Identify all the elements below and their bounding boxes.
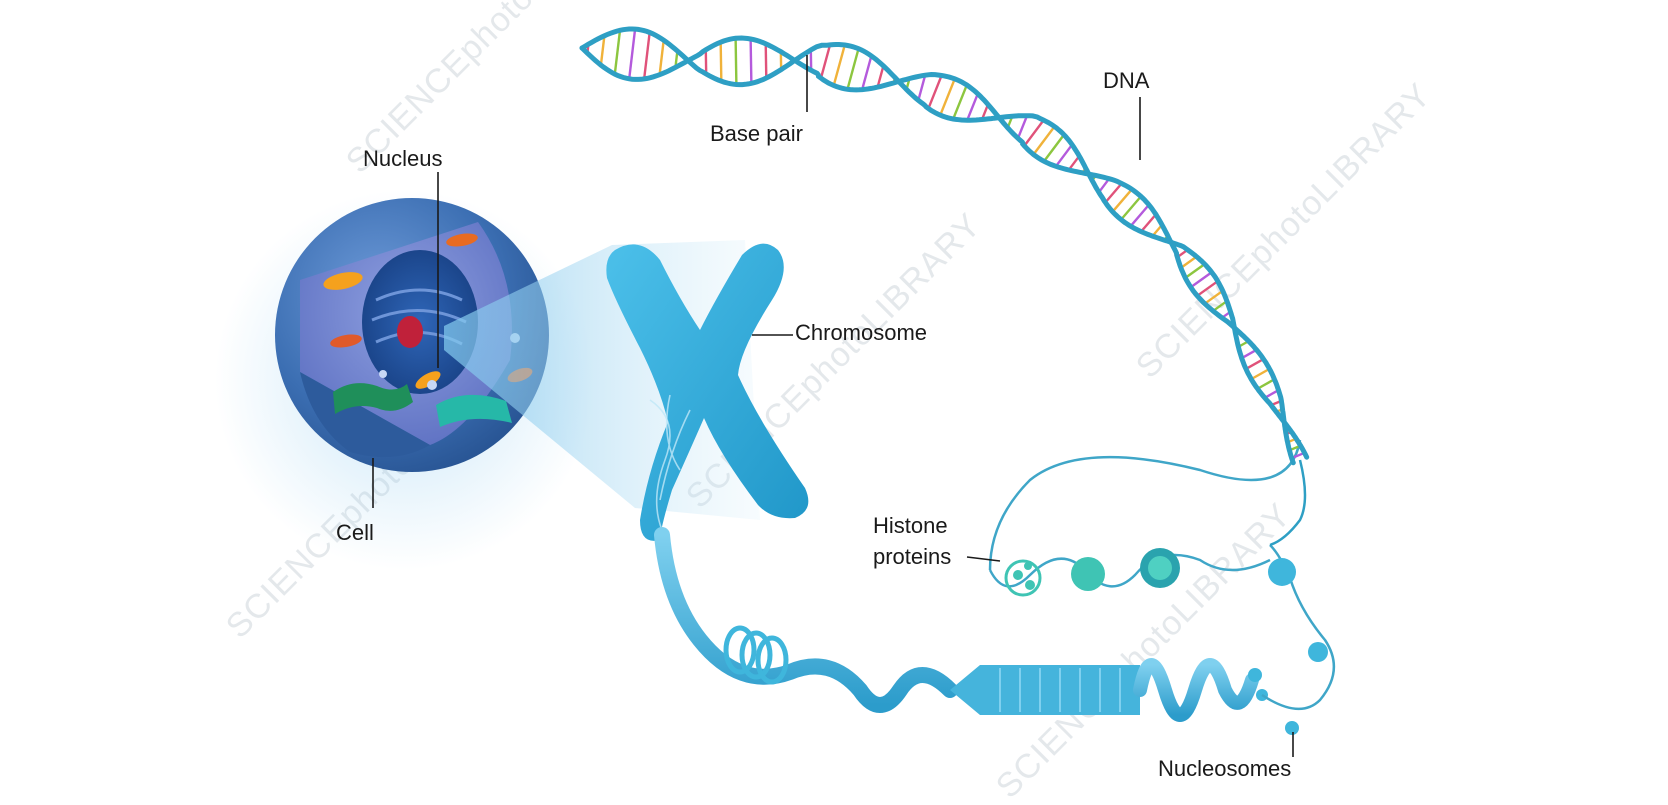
base-pair-rung xyxy=(821,45,830,78)
label-histone-line2: proteins xyxy=(873,544,951,569)
base-pair-rung xyxy=(766,44,767,78)
base-pair-rung xyxy=(736,38,737,84)
base-pair-rung xyxy=(1044,135,1064,162)
base-pair-rung xyxy=(1113,189,1132,211)
histone-octamer xyxy=(1071,557,1105,591)
base-pair-rung xyxy=(967,94,978,120)
label-histone-line1: Histone xyxy=(873,513,948,538)
base-pair-rung xyxy=(751,39,752,83)
label-dna: DNA xyxy=(1103,68,1150,93)
nucleosome xyxy=(1285,721,1299,735)
label-nucleus: Nucleus xyxy=(363,146,442,171)
base-pair-rung xyxy=(1246,359,1264,369)
base-pair-rung xyxy=(1141,214,1156,231)
base-pair-rung xyxy=(834,45,845,85)
base-pair-rung xyxy=(940,79,955,115)
histone-octamer xyxy=(1006,561,1040,595)
base-pair-rung xyxy=(1185,264,1204,278)
base-pair-rung xyxy=(1258,379,1275,388)
label-base-pair: Base pair xyxy=(710,121,803,146)
base-pair-rung xyxy=(1018,116,1027,139)
base-pair-rung xyxy=(918,75,925,100)
nucleosome xyxy=(1308,642,1328,662)
label-cell: Cell xyxy=(336,520,374,545)
base-pair-rung xyxy=(1251,369,1269,379)
base-pair-rung xyxy=(615,30,620,74)
base-pair-rung xyxy=(1181,257,1197,268)
watermark-text: SCIENCEphotoLIBRARY xyxy=(1129,76,1439,386)
nucleolus xyxy=(397,316,423,348)
base-pair-rung xyxy=(629,29,635,79)
solenoid-fiber xyxy=(950,665,1140,715)
base-pair-rung xyxy=(928,75,941,108)
base-pair-rung xyxy=(1056,145,1072,167)
label-nucleosomes: Nucleosomes xyxy=(1158,756,1291,781)
base-pair-rung xyxy=(1105,184,1121,203)
base-pair-rung xyxy=(644,32,650,78)
base-pair-rung xyxy=(847,49,858,90)
base-pair-rung xyxy=(1131,205,1149,226)
nucleosome xyxy=(1268,558,1296,586)
histone-leader-line xyxy=(967,557,1000,561)
base-pair-rung xyxy=(862,56,871,90)
label-chromosome: Chromosome xyxy=(795,320,927,345)
base-pair-rung xyxy=(721,42,722,81)
watermark-text: SCIENCEphotoLIBRARY xyxy=(989,496,1299,800)
base-pair-rung xyxy=(660,40,664,74)
base-pair-rung xyxy=(601,36,604,65)
base-pair-rung xyxy=(953,85,967,119)
base-pair-rung xyxy=(1024,120,1043,146)
